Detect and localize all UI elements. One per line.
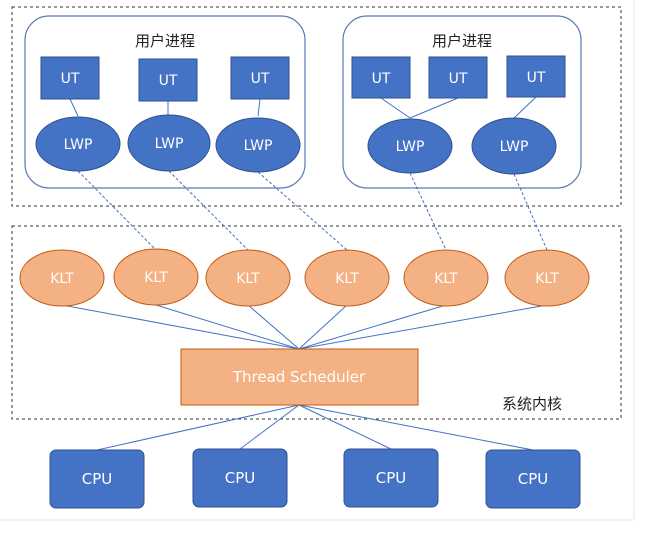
ut-label: UT xyxy=(251,71,270,87)
lwp-group-2: LWP LWP xyxy=(367,117,557,175)
lwp-label: LWP xyxy=(244,138,273,154)
cpu-label: CPU xyxy=(225,469,256,487)
ut-node xyxy=(138,58,198,102)
user-process-box-2 xyxy=(342,15,582,189)
cpu-node xyxy=(49,449,145,509)
cpu-label: CPU xyxy=(82,470,113,488)
klt-group: KLT KLT KLT KLT KLT KLT xyxy=(19,248,590,307)
cpu-node xyxy=(485,449,581,509)
klt-node xyxy=(113,248,199,306)
cpu-node xyxy=(343,448,439,508)
klt-node xyxy=(304,249,390,307)
klt-scheduler-links xyxy=(61,304,548,350)
lwp-group-1: LWP LWP LWP xyxy=(35,114,301,173)
lwp-node xyxy=(35,116,121,172)
thread-scheduler-box xyxy=(180,348,419,406)
cpu-label: CPU xyxy=(376,469,407,487)
klt-label: KLT xyxy=(236,271,260,287)
cpu-node xyxy=(192,448,288,508)
ut-group-1: UT UT UT xyxy=(40,56,290,102)
lwp-label: LWP xyxy=(500,139,529,155)
user-process-label-1: 用户进程 xyxy=(135,32,195,50)
klt-node xyxy=(403,249,489,307)
lwp-node xyxy=(215,117,301,173)
klt-node xyxy=(19,249,105,307)
cpu-label: CPU xyxy=(518,470,549,488)
ut-node xyxy=(506,55,566,98)
ut-label: UT xyxy=(372,71,391,87)
thread-scheduler-label: Thread Scheduler xyxy=(232,368,366,386)
lwp-label: LWP xyxy=(155,136,184,152)
user-process-box-1 xyxy=(24,15,306,189)
lwp-klt-links xyxy=(77,170,548,251)
ut-label: UT xyxy=(527,70,546,86)
user-process-label-2: 用户进程 xyxy=(432,32,492,50)
lwp-node xyxy=(367,118,453,174)
ut-node xyxy=(428,56,488,99)
ut-node xyxy=(351,56,411,99)
klt-label: KLT xyxy=(535,271,559,287)
kernel-region xyxy=(11,225,622,420)
lwp-label: LWP xyxy=(396,139,425,155)
lwp-node xyxy=(471,117,557,175)
klt-label: KLT xyxy=(144,270,168,286)
lwp-node xyxy=(127,114,211,172)
lwp-label: LWP xyxy=(64,137,93,153)
ut-label: UT xyxy=(449,71,468,87)
ut-label: UT xyxy=(61,71,80,87)
klt-label: KLT xyxy=(50,271,74,287)
ut-lwp-links xyxy=(69,96,537,119)
scheduler-cpu-links xyxy=(96,404,534,451)
ut-node xyxy=(230,56,290,100)
kernel-label: 系统内核 xyxy=(502,395,562,413)
ut-label: UT xyxy=(159,73,178,89)
user-space-region xyxy=(11,6,622,207)
klt-node xyxy=(205,249,291,307)
ut-group-2: UT UT UT xyxy=(351,55,566,99)
ut-node xyxy=(40,56,100,100)
klt-label: KLT xyxy=(434,271,458,287)
klt-label: KLT xyxy=(335,271,359,287)
klt-node xyxy=(504,249,590,307)
cpu-group: CPU CPU CPU CPU xyxy=(49,448,581,509)
